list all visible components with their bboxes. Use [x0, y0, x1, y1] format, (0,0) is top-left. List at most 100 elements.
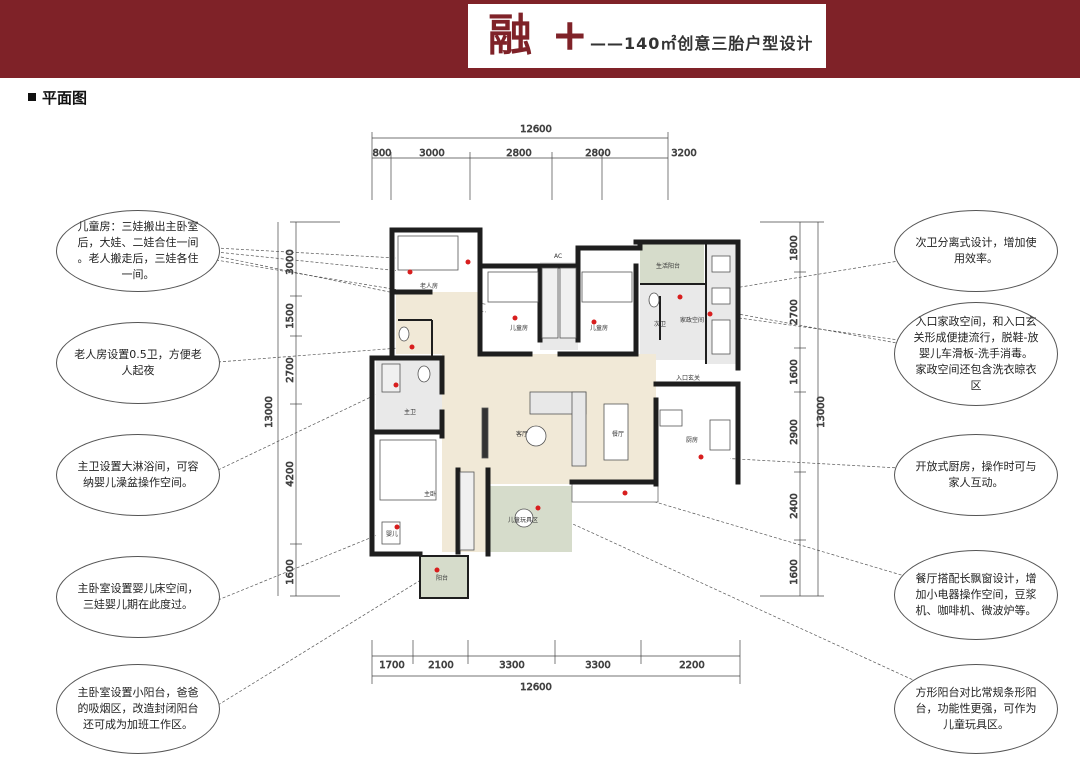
elder-bed	[397, 235, 459, 271]
callout-line: 方形阳台对比常规条形阳	[915, 686, 1037, 699]
dim-bottom-3: 3300	[499, 660, 524, 671]
callout-line: 家政空间还包含洗衣晾衣	[915, 363, 1037, 376]
dim-top-2: 3000	[419, 148, 444, 159]
corridor-floor	[396, 292, 478, 354]
label-living: 客厅	[516, 430, 528, 438]
callout-line: 。老人搬走后，三娃各住	[77, 252, 199, 265]
callout-line: 关形成便捷流行，脱鞋-放	[913, 331, 1039, 344]
callout-line: 人起夜	[121, 364, 155, 377]
callout-square-balcony-text: 方形阳台对比常规条形阳 台，功能性更强，可作为 儿童玩具区。	[916, 685, 1037, 733]
elder-toilet	[398, 326, 410, 342]
callout-line: 家人互动。	[948, 476, 1004, 489]
dim-top-5: 3200	[671, 148, 696, 159]
marker-bay-window	[622, 490, 628, 496]
dim-left-1: 3000	[285, 249, 296, 274]
marker-kids-play	[535, 505, 541, 511]
callout-main-bath: 主卫设置大淋浴间，可容 纳婴儿澡盆操作空间。	[56, 434, 220, 516]
dim-top-4: 2800	[585, 148, 610, 159]
label-kids-room-2: 儿童房	[590, 324, 608, 332]
callout-main-bath-text: 主卫设置大淋浴间，可容 纳婴儿澡盆操作空间。	[78, 459, 199, 491]
marker-elder-room	[465, 259, 471, 265]
callout-line: 的吸烟区，改造封闭阳台	[77, 702, 199, 715]
callout-kitchen-text: 开放式厨房，操作时可与 家人互动。	[916, 459, 1037, 491]
dim-bottom-total: 12600	[520, 682, 552, 693]
callout-bay-window: 餐厅搭配长飘窗设计，增 加小电器操作空间，豆浆 机、咖啡机、微波炉等。	[894, 550, 1058, 640]
section-title: 平面图	[42, 89, 88, 107]
marker-kids-room-1	[512, 315, 518, 321]
callout-line: 还可成为加班工作区。	[83, 718, 193, 731]
dim-top-total: 12600	[520, 124, 552, 135]
callout-line: 主卫设置大淋浴间，可容	[77, 460, 199, 473]
label-elder-room: 老人房	[420, 282, 438, 290]
square-bullet-icon	[28, 93, 36, 101]
marker-kitchen	[698, 454, 704, 460]
callout-master-balcony: 主卧室设置小阳台，爸爸 的吸烟区，改造封闭阳台 还可成为加班工作区。	[56, 664, 220, 754]
bay-window	[571, 481, 659, 503]
dim-right-6: 1600	[789, 559, 800, 584]
callout-master-balcony-text: 主卧室设置小阳台，爸爸 的吸烟区，改造封闭阳台 还可成为加班工作区。	[78, 685, 199, 733]
label-dining: 餐厅	[612, 430, 624, 438]
walls	[369, 227, 741, 557]
callout-bay-window-text: 餐厅搭配长飘窗设计，增 加小电器操作空间，豆浆 机、咖啡机、微波炉等。	[916, 571, 1037, 619]
dim-left-5: 1600	[285, 559, 296, 584]
callout-line: 一间。	[121, 268, 155, 281]
callout-second-bath-text: 次卫分离式设计，增加使 用效率。	[916, 235, 1037, 267]
callout-line: 三娃婴儿期在此度过。	[83, 598, 193, 611]
callout-line: 用效率。	[954, 252, 998, 265]
wardrobe-left	[541, 267, 559, 339]
marker-second-bath	[677, 294, 683, 300]
coffee-table	[525, 425, 547, 447]
callout-line: 入口家政空间，和入口玄	[915, 315, 1037, 328]
section-heading: 平面图	[28, 88, 87, 108]
dim-bottom-5: 2200	[679, 660, 704, 671]
dim-left-4: 4200	[285, 461, 296, 486]
kids-bed-1	[487, 271, 539, 303]
dimension-lines: 12600 800 3000 2800 2800 3200 12600 1700…	[264, 124, 828, 694]
callout-second-bath: 次卫分离式设计，增加使 用效率。	[894, 210, 1058, 292]
play-table	[514, 508, 534, 528]
dim-right-1: 1800	[789, 235, 800, 260]
marker-crib	[394, 524, 400, 530]
laundry-sink	[711, 319, 731, 355]
callout-elder-bath: 老人房设置0.5卫，方便老 人起夜	[56, 322, 220, 404]
label-baby: 婴儿	[386, 531, 398, 538]
callout-line: 开放式厨房，操作时可与	[915, 460, 1037, 473]
kitchen-counter	[659, 409, 683, 427]
callout-line: 区	[970, 379, 982, 392]
label-entry: 入口玄关	[676, 374, 700, 382]
dim-left-total: 13000	[264, 396, 275, 428]
markers	[393, 259, 713, 573]
main-toilet	[417, 365, 431, 383]
page-subtitle: ——140㎡创意三胎户型设计	[590, 34, 814, 53]
marker-kids-room-2	[591, 319, 597, 325]
furniture	[379, 235, 731, 551]
dim-right-4: 2900	[789, 419, 800, 444]
dim-right-total: 13000	[816, 396, 827, 428]
label-kids-room-1: 儿童房	[510, 324, 528, 332]
callout-line: 后，大娃、二娃合住一间	[77, 236, 199, 249]
label-kids-play: 儿童玩具区	[508, 516, 538, 524]
master-wardrobe	[459, 471, 475, 551]
callout-line: 次卫分离式设计，增加使	[915, 236, 1037, 249]
callout-line: 婴儿车滑板-洗手消毒。	[919, 347, 1033, 360]
callout-kids-room: 儿童房：三娃搬出主卧室 后，大娃、二娃合住一间 。老人搬走后，三娃各住 一间。	[56, 210, 220, 292]
dim-right-2: 2700	[789, 299, 800, 324]
callout-square-balcony: 方形阳台对比常规条形阳 台，功能性更强，可作为 儿童玩具区。	[894, 664, 1058, 754]
label-main-bath: 主卫	[404, 408, 416, 416]
callout-master-crib-text: 主卧室设置婴儿床空间， 三娃婴儿期在此度过。	[78, 581, 199, 613]
callout-line: 老人房设置0.5卫，方便老	[74, 348, 202, 361]
dim-left-2: 1500	[285, 303, 296, 328]
wardrobe-right	[559, 267, 577, 339]
page-title: 融 +	[488, 10, 591, 61]
callout-line: 主卧室设置小阳台，爸爸	[77, 686, 199, 699]
callout-housework: 入口家政空间，和入口玄 关形成便捷流行，脱鞋-放 婴儿车滑板-洗手消毒。 家政空…	[894, 302, 1058, 406]
label-master-balcony: 阳台	[436, 574, 448, 582]
sofa-side	[571, 391, 587, 467]
dim-bottom-1: 1700	[379, 660, 404, 671]
living-balcony-floor	[640, 244, 704, 284]
callout-elder-bath-text: 老人房设置0.5卫，方便老 人起夜	[74, 347, 202, 379]
callout-line: 儿童玩具区。	[943, 718, 1009, 731]
marker-housework	[707, 311, 713, 317]
label-kitchen: 厨房	[686, 436, 698, 444]
